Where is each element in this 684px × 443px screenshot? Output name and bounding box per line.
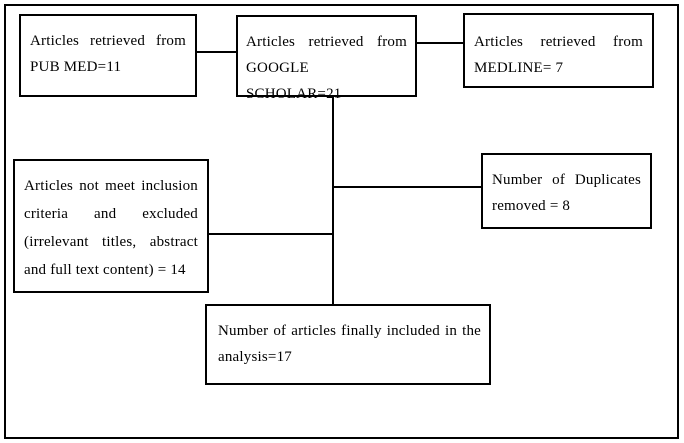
connector-google-to-medline	[417, 42, 463, 44]
connector-google-to-final-vertical	[332, 96, 334, 304]
diagram-outer-frame	[4, 4, 679, 439]
box-duplicates-removed: Number of Duplicates removed = 8	[481, 153, 652, 229]
box-articles-excluded: Articles not meet inclusion criteria and…	[13, 159, 209, 293]
connector-to-duplicates	[334, 186, 481, 188]
box-articles-pubmed: Articles retrieved from PUB MED=11	[19, 14, 197, 97]
connector-pubmed-to-google	[197, 51, 236, 53]
box-articles-medline: Articles retrieved from MEDLINE= 7	[463, 13, 654, 88]
connector-to-excluded	[209, 233, 334, 235]
box-final-included: Number of articles finally included in t…	[205, 304, 491, 385]
box-articles-google-scholar: Articles retrieved from GOOGLE SCHOLAR=2…	[236, 15, 417, 102]
